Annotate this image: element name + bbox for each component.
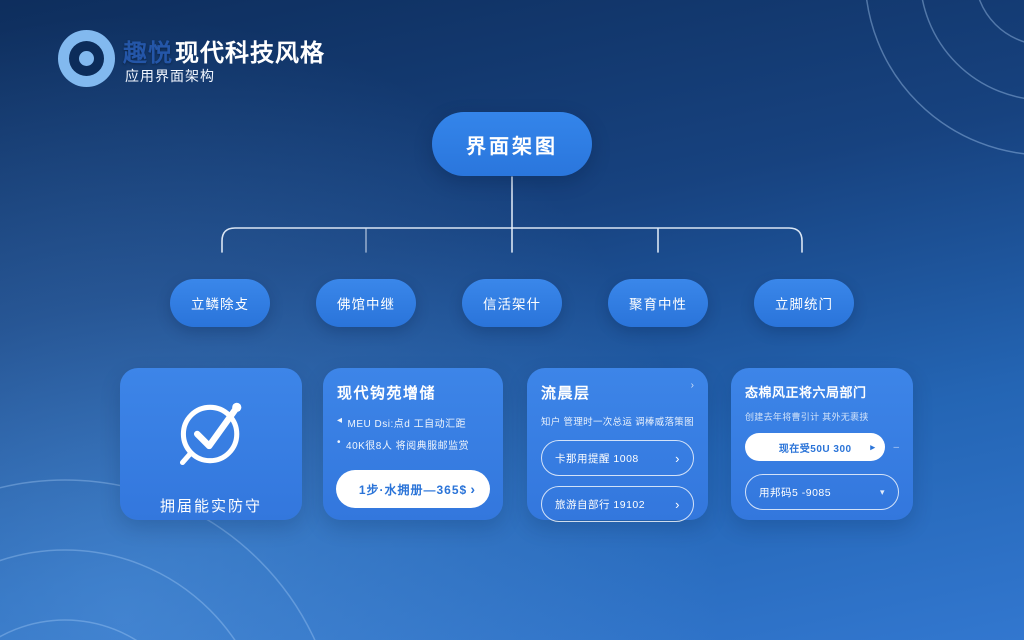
feature-card-icon: 拥届能实防守 [120, 368, 302, 520]
card3-action-button-1[interactable]: 卡那用提醒 1008 › [541, 440, 694, 476]
card3-button2-label: 旅游自部行 19102 [555, 498, 646, 511]
page-subtitle: 应用界面架构 [125, 68, 215, 84]
child-node-1: 立鳞除攴 [170, 279, 270, 327]
bullet-item: • 40K很8人 将阅典服邮监赏 [337, 437, 489, 452]
feature-card-list: 现代钩苑增储 ◂ MEU Dsi:点d 工自动汇距 • 40K很8人 将阅典服邮… [323, 368, 503, 520]
card3-button1-label: 卡那用提醒 1008 [555, 452, 639, 465]
chevron-right-icon: › [470, 481, 476, 497]
brand-name: 趣悦 [123, 40, 173, 67]
corner-arrow-icon: › [690, 380, 694, 391]
caret-down-icon: ▾ [879, 486, 885, 497]
bullet-text: MEU Dsi:点d 工自动汇距 [347, 419, 467, 430]
card4-primary-button[interactable]: 现在受50U 300 ▸ [745, 433, 886, 461]
bullet-item: ◂ MEU Dsi:点d 工自动汇距 [337, 415, 489, 430]
card1-label: 拥届能实防守 [159, 498, 262, 515]
feature-card-mixed: 态棉风正将六局部门 创建去年将曹引计 其外无裹挟 现在受50U 300 ▸ – … [731, 368, 913, 520]
card3-action-button-2[interactable]: 旅游自部行 19102 › [541, 486, 694, 522]
card4-secondary-label: 用邦码5 -9085 [759, 486, 832, 499]
card4-secondary-button[interactable]: 用邦码5 -9085 ▾ [745, 474, 899, 510]
chevron-right-icon: › [675, 496, 680, 512]
chevron-right-icon: › [675, 450, 680, 466]
child-node-3: 信活架什 [462, 279, 562, 327]
bullet-text: 40K很8人 将阅典服邮监赏 [346, 441, 470, 452]
card2-action-button[interactable]: 1步·水拥册—365$ › [336, 470, 490, 508]
tick-mark: – [893, 441, 899, 453]
child-node-4: 聚育中性 [608, 279, 708, 327]
card3-description: 知户 管理时一次总运 调棒威落策图 [541, 417, 694, 428]
child-node-5: 立脚统门 [754, 279, 854, 327]
bullet-marker-icon: • [337, 437, 342, 448]
target-logo-icon [58, 30, 115, 87]
card4-description: 创建去年将曹引计 其外无裹挟 [745, 412, 869, 422]
check-circle-icon [165, 388, 257, 485]
title-text: 现代科技风格 [175, 40, 325, 67]
card4-title: 态棉风正将六局部门 [745, 385, 867, 400]
arrow-right-icon: ▸ [870, 441, 876, 452]
card3-title: 流晨层 [541, 385, 591, 402]
page-title: 趣悦现代科技风格 [123, 33, 325, 68]
card2-title: 现代钩苑增储 [337, 385, 437, 402]
card2-bullets: ◂ MEU Dsi:点d 工自动汇距 • 40K很8人 将阅典服邮监赏 [337, 415, 489, 452]
bullet-marker-icon: ◂ [337, 415, 343, 426]
feature-card-actions: 流晨层 › 知户 管理时一次总运 调棒威落策图 卡那用提醒 1008 › 旅游自… [527, 368, 708, 522]
card4-primary-label: 现在受50U 300 [778, 443, 852, 455]
child-node-2: 佛馆中继 [316, 279, 416, 327]
root-node: 界面架图 [432, 112, 592, 176]
card2-button-label: 1步·水拥册—365$ [358, 482, 468, 497]
